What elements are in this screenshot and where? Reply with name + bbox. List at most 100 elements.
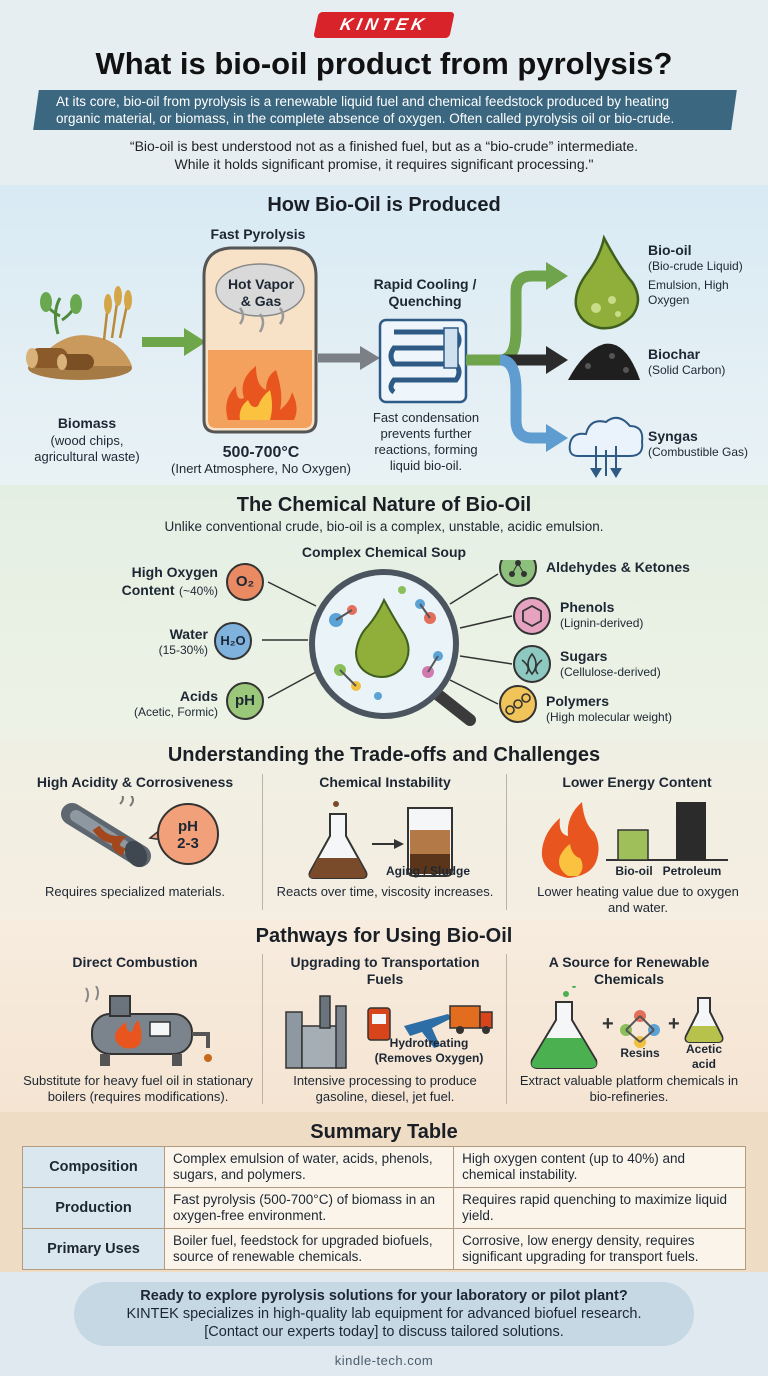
key-quote: “Bio-oil is best understood not as a fin… [60,137,708,173]
row-header: Composition [22,1146,165,1188]
table-row: Primary Uses Boiler fuel, feedstock for … [22,1228,746,1270]
boiler-icon [85,986,212,1066]
row-header: Production [22,1187,165,1229]
svg-text:+: + [668,1013,680,1035]
biomass-sublabel: (wood chips, agricultural waste) [34,433,140,464]
transport-fuels-title: Upgrading to Transportation Fuels [290,954,480,987]
contact-link[interactable]: [Contact our experts today] to discuss t… [204,1324,564,1340]
cooling-label: Rapid Cooling / Quenching [373,276,477,309]
green-flask-icon [530,986,598,1069]
product-name: Syngas [648,428,698,444]
chem-sub: (High molecular weight) [546,710,673,724]
chem-water: Water (15-30%) [110,626,208,658]
oxygen-symbol-icon: O₂ [226,563,264,601]
chem-sub: (~40%) [178,584,218,598]
bar-label-petroleum: Petroleum [662,864,722,878]
page-title: What is bio-oil product from pyrolysis? [95,46,673,81]
chem-sub: (Acetic, Formic) [134,705,218,719]
biochar-pile-icon [568,343,640,380]
column-divider [262,774,263,910]
chem-polymers: Polymers (High molecular weight) [546,693,756,725]
column-divider [506,954,507,1104]
energy-title: Lower Energy Content [562,774,712,790]
column-divider [506,774,507,910]
table-cell: High oxygen content (up to 40%) and chem… [453,1146,746,1188]
cooling-note: Fast condensation prevents further react… [372,410,480,473]
ph-badge: pH 2-3 [160,818,216,852]
airplane-icon [404,1014,452,1048]
chem-acids: Acids (Acetic, Formic) [100,688,218,720]
ph-symbol-icon: pH [226,682,264,720]
energy-caption: Lower heating value due to oxygen and wa… [537,884,739,915]
table-cell: Fast pyrolysis (500-700°C) of biomass in… [163,1187,455,1229]
flask-icon [308,801,368,879]
product-sub: (Solid Carbon) [648,363,726,377]
bar-label-bio-oil: Bio-oil [615,864,653,878]
chem-sugars: Sugars (Cellulose-derived) [560,648,760,680]
pathways-icons: + + [85,986,724,1069]
table-cell: Complex emulsion of water, acids, phenol… [163,1146,455,1188]
refinery-icon [285,995,347,1069]
phenols-icon [513,597,551,635]
cta-headline: Ready to explore pyrolysis solutions for… [140,1288,628,1304]
polymers-icon [499,685,537,723]
tradeoffs-title: Understanding the Trade-offs and Challen… [167,744,601,766]
product-bio-oil: Bio-oil (Bio-crude Liquid) Emulsion, Hig… [648,242,760,308]
product-biochar: Biochar (Solid Carbon) [648,346,760,378]
row-header: Primary Uses [22,1228,165,1270]
chemicals-title: A Source for Renewable Chemicals [548,954,710,987]
hot-vapor-label: Hot Vapor & Gas [227,276,295,309]
condenser-icon [378,318,468,404]
chem-oxygen: High Oxygen Content (~40%) [90,564,218,600]
water-symbol-icon: H₂O [214,622,252,660]
table-cell: Boiler fuel, feedstock for upgraded biof… [163,1228,455,1270]
cta-banner[interactable]: Ready to explore pyrolysis solutions for… [74,1282,694,1346]
intro-text: At its core, bio-oil from pyrolysis is a… [56,94,675,126]
product-syngas: Syngas (Combustible Gas) [648,428,764,460]
chem-sub: (15-30%) [158,643,208,657]
resins-label: Resins [620,1046,660,1060]
summary-table: Composition Complex emulsion of water, a… [22,1146,746,1270]
chemistry-subtitle: Unlike conventional crude, bio-oil is a … [164,519,604,534]
chem-name: Sugars [560,648,608,664]
table-cell: Requires rapid quenching to maximize liq… [453,1187,746,1229]
chem-name: Acids [179,688,218,704]
svg-text:+: + [602,1013,614,1035]
website-link[interactable]: kindle-tech.com [334,1353,434,1368]
chem-name: Aldehydes & Ketones [546,559,690,575]
aging-sludge-tag: Aging / Sludge [386,864,470,878]
production-diagram [26,234,644,478]
product-note: Emulsion, High Oxygen [648,278,729,307]
chem-aldehydes: Aldehydes & Ketones [546,559,756,576]
chem-name: Phenols [560,599,615,615]
ph-badge-line-2: 2-3 [177,835,199,852]
temperature-label: 500-700°C [222,444,300,461]
quote-line-2: While it holds significant promise, it r… [174,156,594,172]
chem-sub: (Lignin-derived) [560,616,644,630]
magnifier-icon [309,569,476,726]
brand-logo[interactable]: KINTEK [313,12,455,38]
ph-badge-line-1: pH [178,818,198,835]
production-title: How Bio-Oil is Produced [267,194,501,216]
acetic-acid-flask-icon [684,997,724,1043]
hydrotreating-tag: Hydrotreating (Removes Oxygen) [374,1036,484,1065]
acidity-title: High Acidity & Corrosiveness [36,774,234,790]
temperature-sublabel: (Inert Atmosphere, No Oxygen) [171,461,351,476]
tradeoffs-icons [61,796,728,879]
combustion-caption: Substitute for heavy fuel oil in station… [23,1073,253,1104]
resin-molecule-icon [620,1010,660,1048]
pathways-title: Pathways for Using Bio-Oil [255,925,513,947]
acidity-caption: Requires specialized materials. [45,884,225,899]
syngas-cloud-icon [568,416,644,478]
summary-title: Summary Table [310,1121,458,1143]
column-divider [262,954,263,1104]
product-name: Biochar [648,346,701,362]
corroded-pipe-icon [61,796,151,868]
table-cell: Corrosive, low energy density, requires … [453,1228,746,1270]
chem-name: Water [169,626,208,642]
chemistry-diagram [262,560,551,726]
table-row: Production Fast pyrolysis (500-700°C) of… [22,1187,746,1229]
combustion-title: Direct Combustion [72,954,198,970]
sugars-icon [513,645,551,683]
aldehydes-icon [499,560,537,587]
